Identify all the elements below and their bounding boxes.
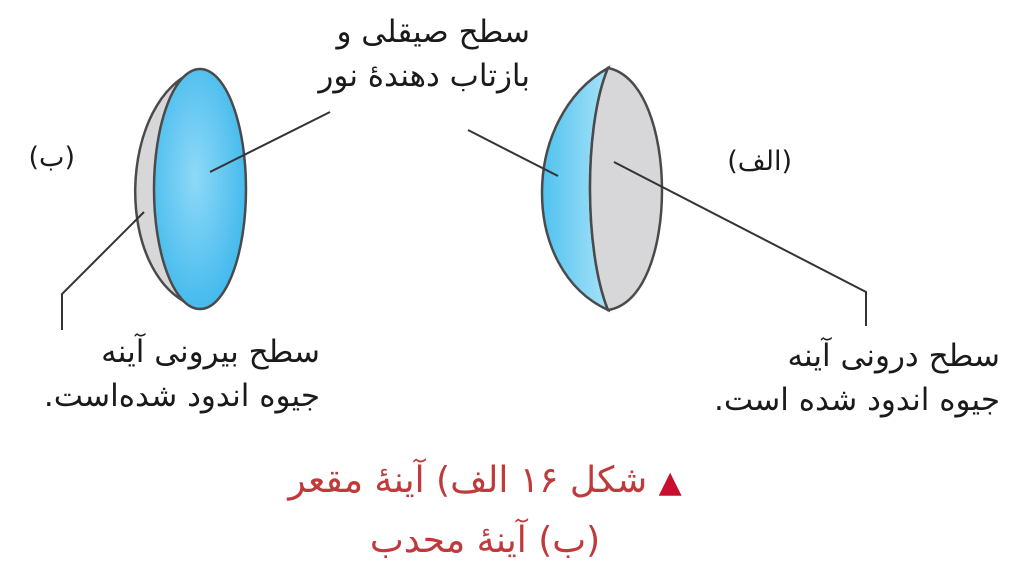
leader-lines (61, 111, 867, 330)
concave-silvered-label-line-2: جیوه اندود شده است. (714, 382, 1000, 418)
leader-line-top-to-convex (209, 111, 331, 173)
convex-silvered-label-line-1: سطح بیرونی آینه (101, 334, 320, 370)
polished-surface-label: سطح صیقلی و بازتاب دهندهٔ نور (318, 10, 530, 98)
polished-surface-label-line-1: سطح صیقلی و (336, 14, 530, 50)
convex-silvered-label: سطح بیرونی آینه جیوه اندود شده‌است. (44, 330, 320, 418)
concave-silvered-label: سطح درونی آینه جیوه اندود شده است. (714, 334, 1000, 422)
caption-marker-icon: ▲ (658, 465, 682, 500)
concave-silvered-label-line-1: سطح درونی آینه (787, 338, 1000, 374)
figure-caption-line-1: ▲ شکل ۱۶ الف) آینهٔ مقعر (285, 452, 685, 512)
concave-mirror (540, 65, 664, 313)
figure-caption-line-2: (ب) آینهٔ محدب (369, 520, 601, 561)
leader-line-concave-back (613, 161, 867, 326)
tag-convex: (ب) (28, 142, 76, 173)
figure-caption-text-1: شکل ۱۶ الف) آینهٔ مقعر (288, 460, 648, 501)
figure-caption: ▲ شکل ۱۶ الف) آینهٔ مقعر (ب) آینهٔ محدب (285, 452, 685, 570)
tag-concave: (الف) (727, 146, 792, 177)
leader-line-top-to-concave (467, 129, 559, 177)
concave-mirror-back (588, 66, 664, 312)
convex-silvered-label-line-2: جیوه اندود شده‌است. (43, 378, 320, 414)
convex-mirror-front (152, 67, 248, 311)
leader-line-convex-back (61, 211, 145, 330)
convex-mirror (134, 67, 248, 311)
polished-surface-label-line-2: بازتاب دهندهٔ نور (318, 58, 530, 94)
